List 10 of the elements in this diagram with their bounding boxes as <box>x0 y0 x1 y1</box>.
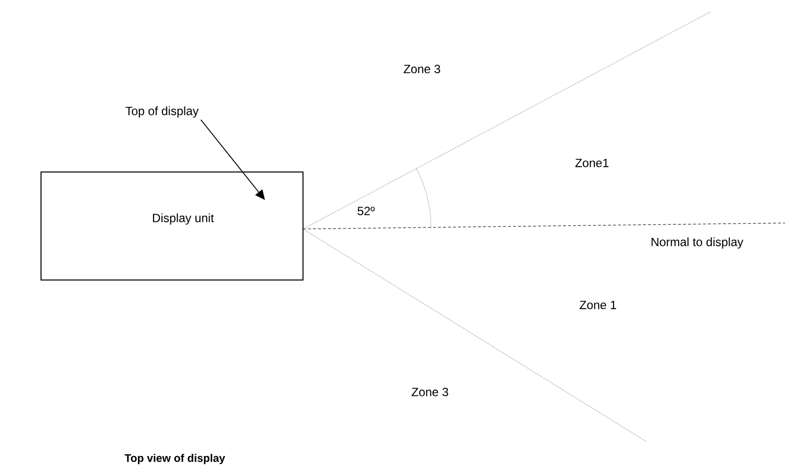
callout-text: Top of display <box>126 106 199 118</box>
zone-label: Zone 3 <box>404 64 440 74</box>
angle-label: 52º <box>358 206 375 216</box>
leader-arrow <box>200 119 265 200</box>
zone-label: Zone 3 <box>412 388 448 396</box>
caption: Top view of display <box>124 454 226 464</box>
line-label: Normal to display <box>652 237 744 249</box>
display-box: Display unit <box>40 172 304 280</box>
zone-label: Zone 1 <box>580 300 616 310</box>
zone-label: Zone1 <box>575 158 608 168</box>
